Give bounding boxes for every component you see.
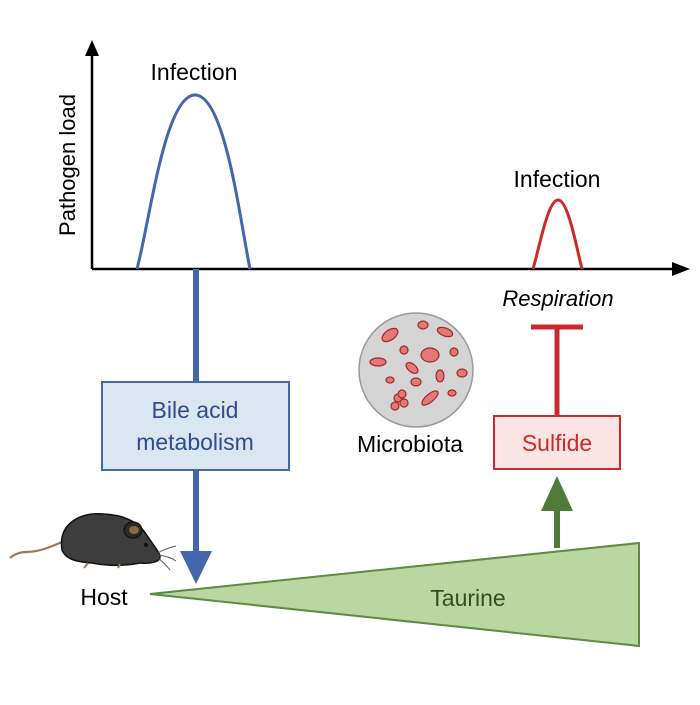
y-axis-label: Pathogen load: [55, 94, 80, 236]
mouse-icon: [9, 513, 177, 571]
first-infection-label: Infection: [151, 59, 238, 85]
axes: Pathogen load: [55, 40, 690, 276]
first-peak-curve: [135, 93, 252, 270]
respiration-label: Respiration: [502, 286, 613, 311]
bile-acid-arrow: [180, 269, 212, 584]
second-infection-peak: Infection: [514, 166, 601, 270]
taurine-label: Taurine: [430, 585, 505, 611]
host-label: Host: [80, 584, 128, 610]
green-arrowhead: [541, 476, 573, 511]
sulfide-box: Sulfide: [493, 415, 621, 470]
bile-acid-line2: metabolism: [136, 429, 254, 455]
taurine-to-sulfide-arrow: [541, 476, 573, 548]
bile-acid-box: Bile acid metabolism: [101, 381, 290, 471]
microbiota-icon: [358, 312, 474, 428]
inhibition-bar: [531, 324, 583, 415]
bile-arrowhead: [180, 551, 212, 584]
microbiota-label: Microbiota: [357, 431, 463, 457]
y-axis-arrowhead: [85, 40, 99, 56]
taurine-wedge: Taurine: [149, 541, 640, 648]
sulfide-label: Sulfide: [522, 430, 592, 456]
second-peak-curve: [531, 198, 584, 270]
bile-acid-line1: Bile acid: [152, 397, 239, 423]
x-axis-arrowhead: [672, 262, 690, 276]
second-infection-label: Infection: [514, 166, 601, 192]
first-infection-peak: Infection: [135, 59, 252, 270]
